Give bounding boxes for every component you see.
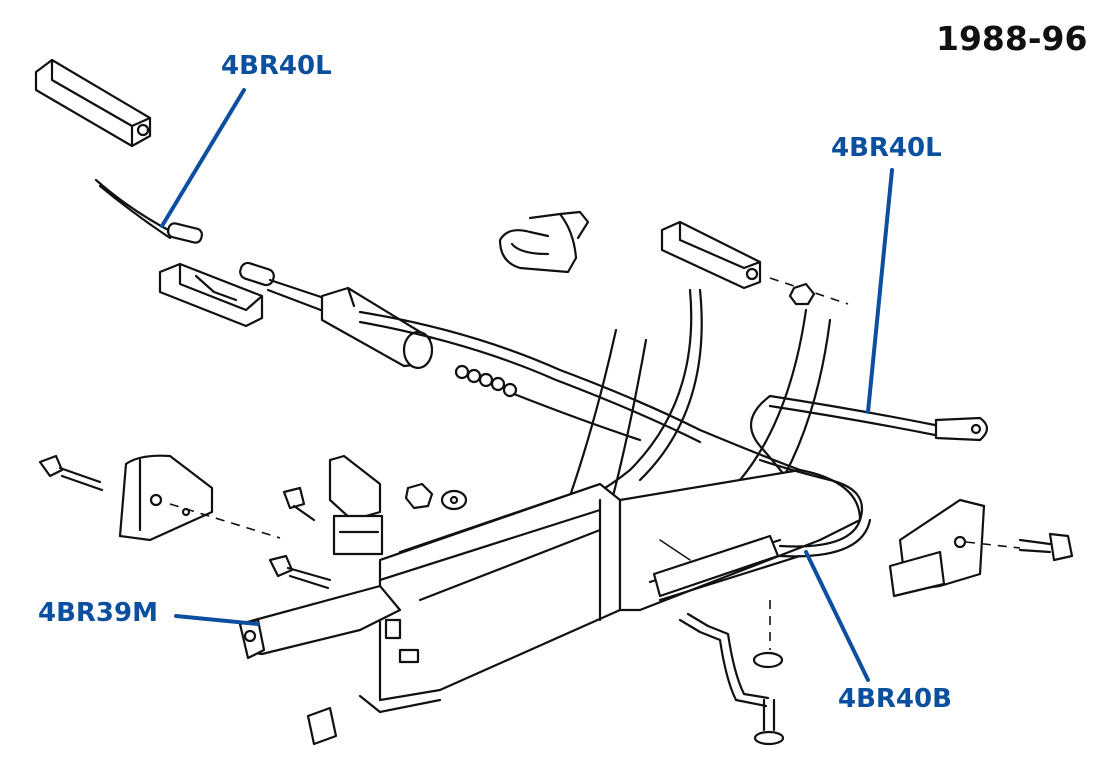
part-number-label-rear-cable: 4BR40B: [838, 684, 952, 714]
lower-screw-part: [753, 698, 785, 746]
equalizer-bracket-part: [888, 498, 986, 598]
year-range-label: 1988-96: [936, 19, 1088, 58]
lever-frame-part: [358, 468, 862, 714]
spring-wire-clip-part: [498, 210, 590, 274]
callout-leader-cable-right: [866, 168, 894, 414]
switch-part: [328, 454, 384, 556]
front-cable-rod-part: [239, 261, 434, 370]
cable-clip-part: [158, 262, 264, 328]
lever-handle-part: [238, 584, 402, 660]
rear-cable-part: [652, 458, 872, 598]
spring-cable-end-part: [454, 364, 642, 442]
left-cable-end-part: [94, 178, 204, 244]
callout-leader-rear-cable: [804, 550, 870, 682]
part-number-label-cable-right: 4BR40L: [831, 133, 942, 163]
washer-nut-part: [404, 482, 468, 511]
adjuster-assembly-part: [38, 454, 214, 542]
right-bolt-part: [1018, 532, 1074, 562]
part-number-label-lever-handle: 4BR39M: [38, 598, 158, 628]
lower-bolt-part: [268, 554, 332, 590]
part-number-label-cable-left: 4BR40L: [221, 51, 332, 81]
small-clip-part: [306, 706, 338, 746]
screw-part: [282, 486, 316, 522]
cable-guide-part: [678, 612, 770, 708]
right-cable-eyelet-part: [750, 394, 989, 500]
upper-bracket-part: [34, 58, 152, 148]
upper-right-bracket-part: [660, 220, 762, 290]
callout-leader-lever-handle: [174, 614, 260, 626]
callout-leader-cable-left: [160, 88, 246, 228]
